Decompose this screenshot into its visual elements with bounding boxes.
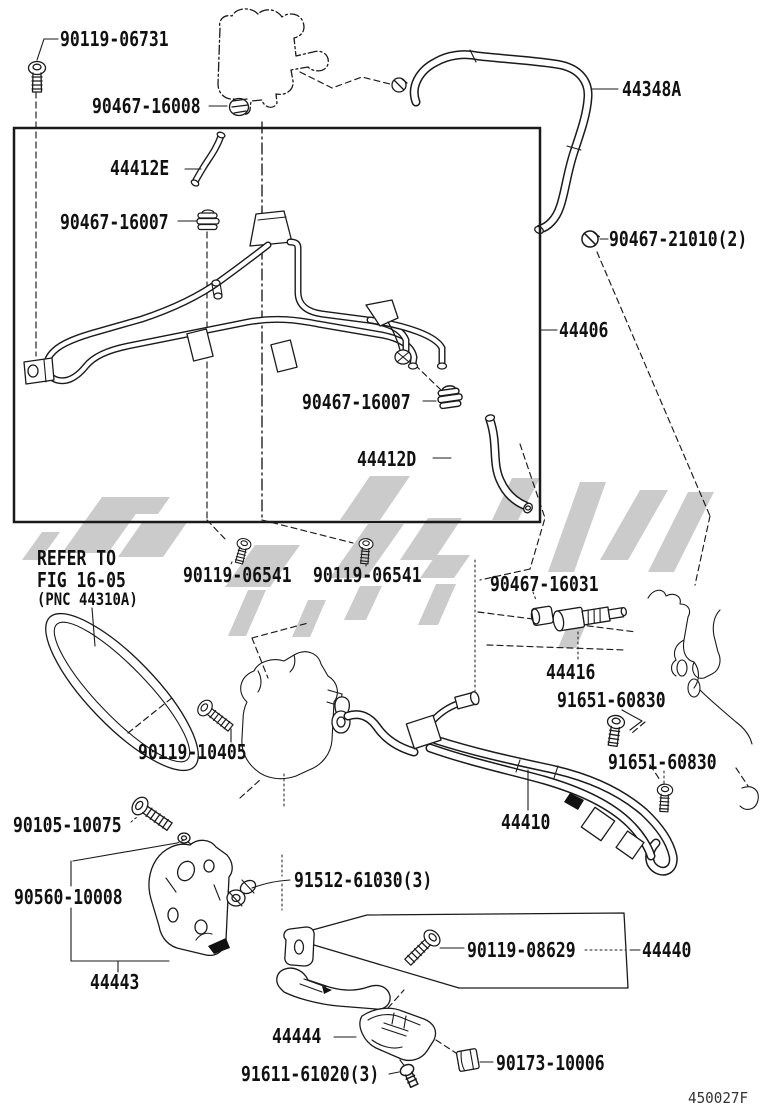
hose-44412e — [184, 131, 226, 187]
clamp-90467-21010-icon-a — [391, 77, 408, 93]
part-label-90119-10405: 90119-10405 — [138, 740, 247, 764]
bolt-91512-61030-icon — [226, 879, 291, 907]
bolt-90119-10405-icon — [194, 696, 237, 743]
bolt-91611-61020-icon — [388, 1061, 422, 1090]
part-label-90105-10075: 90105-10075 — [13, 813, 122, 837]
part-label-44412e: 44412E — [110, 156, 170, 180]
clip-90173-10006-icon — [455, 1048, 494, 1072]
drive-belt — [45, 607, 199, 772]
bolt-91651-60830-icon-a — [603, 709, 643, 748]
tube-assembly-44406 — [23, 210, 448, 385]
damper-callout-frame — [70, 839, 185, 973]
refer-note: REFER TO FIG 16-05 (PNC 44310A) — [37, 547, 138, 610]
bracket-44444 — [333, 1007, 437, 1062]
clamp-90467-16008-icon — [208, 97, 250, 117]
part-label-90467-16007-b: 90467-16007 — [302, 390, 411, 414]
reservoir-outline — [217, 8, 329, 116]
part-label-90119-06731: 90119-06731 — [60, 27, 169, 51]
bracket-44443 — [148, 839, 233, 957]
bolt-91651-60830-icon-b — [655, 770, 674, 813]
part-label-44348a: 44348A — [622, 77, 682, 101]
part-label-44406: 44406 — [559, 318, 609, 342]
part-label-90467-21010: 90467-21010(2) — [609, 227, 748, 251]
clamp-90467-21010-icon-b — [581, 230, 609, 248]
part-label-91512-61030: 91512-61030(3) — [294, 868, 433, 892]
hose-44348a — [409, 49, 619, 235]
refer-note-line3: (PNC 44310A) — [37, 590, 138, 610]
part-label-90119-08629: 90119-08629 — [467, 938, 576, 962]
part-label-90467-16007-a: 90467-16007 — [60, 210, 169, 234]
part-label-90560-10008: 90560-10008 — [14, 885, 123, 909]
part-label-44416: 44416 — [546, 660, 596, 684]
part-label-44412d: 44412D — [357, 447, 417, 471]
part-label-44410: 44410 — [501, 810, 551, 834]
part-label-90119-06541-b: 90119-06541 — [313, 563, 422, 587]
part-label-90119-06541-a: 90119-06541 — [183, 563, 292, 587]
part-label-44444: 44444 — [272, 1024, 322, 1048]
hose-44412d — [432, 414, 533, 514]
part-label-91611-61020: 91611-61020(3) — [241, 1062, 380, 1086]
hose-assembly-44410 — [331, 691, 678, 876]
refer-note-line2: FIG 16-05 — [37, 568, 126, 592]
part-label-90467-16008: 90467-16008 — [92, 94, 201, 118]
leader-06541 — [229, 561, 367, 568]
part-label-44443: 44443 — [90, 970, 140, 994]
clamp-90467-16007-icon-a — [177, 209, 220, 231]
refer-note-line1: REFER TO — [37, 546, 116, 570]
bracket-box-44440 — [286, 912, 641, 989]
gear-housing-outline — [647, 589, 759, 810]
part-label-91651-60830-a: 91651-60830 — [557, 688, 666, 712]
pump-outline — [240, 651, 343, 780]
clamp-90467-16007-icon-b — [422, 383, 464, 410]
part-label-90467-16031: 90467-16031 — [490, 572, 599, 596]
part-label-90173-10006: 90173-10006 — [496, 1051, 605, 1075]
valve-44416 — [530, 591, 627, 660]
figure-code: 450027F — [688, 1089, 749, 1107]
part-label-44440: 44440 — [642, 938, 692, 962]
watermark-logo — [22, 476, 714, 648]
part-label-91651-60830-b: 91651-60830 — [608, 750, 717, 774]
bolt-90105-10075-icon — [128, 793, 191, 844]
insulator-and-bracket — [276, 926, 391, 1010]
tube-assembly-box — [12, 126, 542, 524]
bolt-90119-06731-icon — [27, 38, 59, 93]
